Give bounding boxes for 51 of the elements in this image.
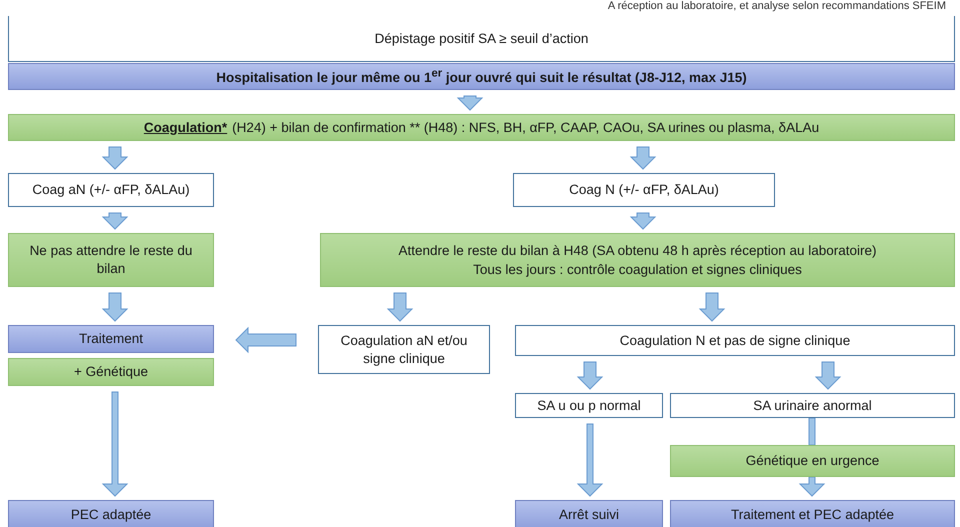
block-arrow (386, 292, 414, 322)
box-text: Ne pas attendre le reste du bilan (28, 242, 194, 278)
block-arrow (102, 146, 128, 170)
box-text: Coag N (+/- αFP, δALAu) (569, 181, 719, 199)
action-box (515, 500, 663, 527)
box-text: Traitement et PEC adaptée (730, 506, 894, 524)
step-box (8, 173, 214, 207)
step-box (515, 325, 955, 356)
heading-text: Coagulation* (144, 118, 228, 136)
block-arrow (576, 424, 604, 497)
instruction-box (8, 114, 955, 141)
block-arrow (102, 212, 128, 230)
block-arrow (798, 476, 826, 497)
block-arrow (630, 212, 656, 230)
instruction-box (320, 233, 955, 287)
box-text: + Génétique (74, 363, 148, 381)
instruction-box (8, 233, 214, 287)
box-text: PEC adaptée (70, 506, 152, 524)
block-arrow (808, 418, 816, 446)
box-text: Coagulation N et pas de signe clinique (620, 332, 850, 350)
step-box (670, 393, 955, 418)
step-box (318, 325, 490, 374)
box-text: Traitement (78, 330, 144, 348)
block-arrow (102, 392, 128, 497)
step-box (513, 173, 775, 207)
step-box (8, 16, 955, 62)
box-text: Génétique en urgence (746, 452, 880, 470)
box-text: Dépistage positif SA ≥ seuil d’action (374, 30, 588, 48)
block-arrow (102, 292, 128, 322)
box-text: Hospitalisation le jour même ou 1$^{er}$ jour ouvré qui suit le résultat (J8-J12, max J15) (216, 66, 747, 87)
instruction-box (670, 445, 955, 477)
box-text: SA u ou p normal (537, 396, 641, 414)
action-box (8, 500, 214, 527)
box-text: Attendre le reste du bilan à H48 (SA obtenu 48 h après réception au laboratoire) (398, 242, 877, 260)
block-arrow (814, 362, 842, 390)
box-text: (H24) + bilan de confirmation ** (H48) : NFS, BH, αFP, CAAP, CAOu, SA urines ou plasma, δALAu (232, 118, 820, 136)
action-box (8, 63, 955, 90)
block-arrow (576, 362, 604, 390)
action-box (8, 325, 214, 353)
box-text: SA urinaire anormal (753, 396, 872, 414)
block-arrow (235, 326, 296, 354)
block-arrow (698, 292, 726, 322)
block-arrow (630, 146, 656, 170)
instruction-box (8, 358, 214, 386)
step-box (515, 393, 663, 418)
box-text: Arrêt suivi (558, 506, 619, 524)
action-box (670, 500, 955, 527)
box-text: Coagulation aN et/ou signe clinique (340, 332, 468, 368)
block-arrow (456, 96, 484, 111)
box-text: Tous les jours : contrôle coagulation et signes cliniques (473, 260, 802, 278)
box-text: Coag aN (+/- αFP, δALAu) (32, 181, 190, 199)
